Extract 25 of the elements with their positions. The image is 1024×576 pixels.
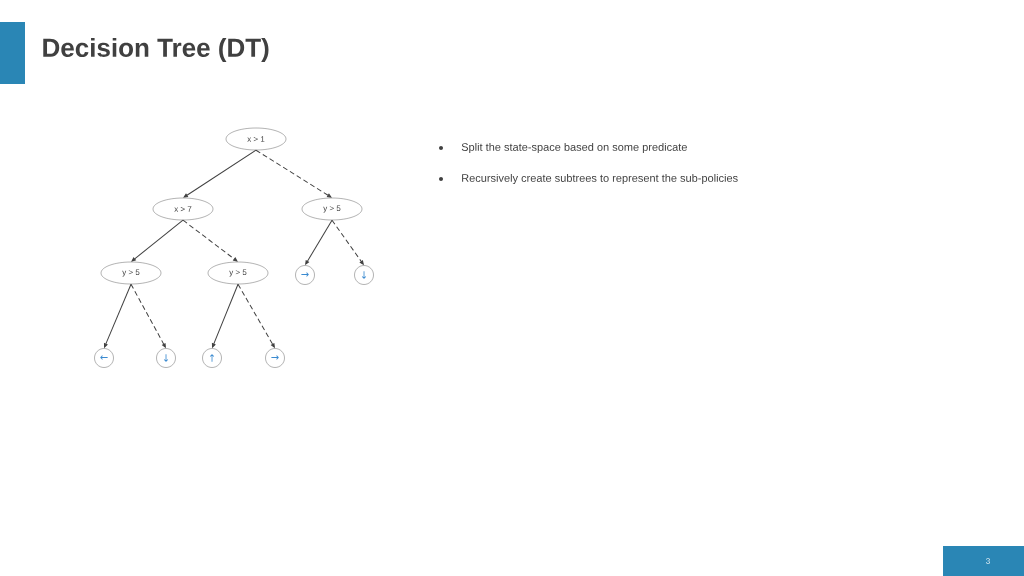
title: Decision Tree (DT) [43, 37, 269, 63]
arrow [130, 283, 166, 348]
bullet-text: Split the state-space based on some predicate [461, 142, 687, 154]
action-leaf: ← [94, 348, 114, 368]
decision-node: y > 5 [207, 261, 269, 285]
arrow [183, 149, 257, 198]
bullet-text: Recursively create subtrees to represent the sub-policies [462, 173, 738, 185]
action-leaf: ↓ [156, 348, 176, 368]
arrow [182, 219, 238, 262]
decision-node: y > 5 [301, 197, 363, 221]
decision-node: x > 1 [225, 127, 287, 151]
arrow [331, 219, 364, 265]
decision-node: x > 7 [152, 197, 214, 221]
action-leaf: → [265, 348, 285, 368]
decision-node: y > 5 [100, 261, 162, 285]
action-leaf: → [295, 265, 315, 285]
arrow [211, 283, 239, 348]
action-leaf: ↑ [202, 348, 222, 368]
action-leaf: ↓ [354, 265, 374, 285]
arrow [131, 219, 184, 262]
arrow [305, 219, 333, 265]
arrow [103, 283, 132, 348]
arrow [255, 149, 332, 198]
arrow [237, 283, 275, 348]
page-number: 3 [943, 546, 1024, 576]
